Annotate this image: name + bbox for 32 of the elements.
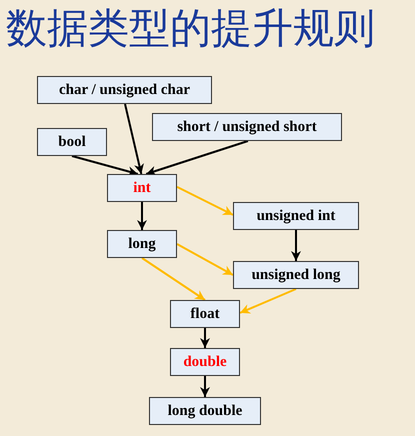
type-box	[152, 113, 342, 141]
arrow	[146, 140, 248, 176]
arrow	[200, 376, 210, 397]
type-box	[37, 76, 212, 104]
type-label: char / unsigned char	[59, 81, 190, 99]
type-label: double	[183, 353, 227, 371]
arrow	[72, 155, 138, 176]
arrow	[240, 288, 296, 314]
type-label: short / unsigned short	[177, 118, 317, 136]
arrow	[141, 257, 206, 301]
arrow	[176, 186, 234, 216]
type-box	[107, 230, 177, 258]
type-box	[233, 261, 359, 289]
slide-title: 数据类型的提升规则	[6, 4, 375, 52]
type-label: int	[133, 179, 151, 197]
type-label: float	[190, 305, 220, 323]
arrow	[291, 230, 301, 261]
arrow	[176, 243, 234, 276]
type-box	[149, 397, 261, 425]
type-box	[37, 128, 107, 156]
arrow	[124, 104, 144, 174]
type-label: unsigned long	[252, 266, 340, 284]
type-label: bool	[58, 133, 86, 151]
type-box	[107, 174, 177, 202]
type-label: unsigned int	[256, 207, 336, 225]
arrow	[137, 202, 147, 230]
type-box	[170, 348, 240, 376]
arrow	[200, 328, 210, 348]
type-label: long double	[168, 402, 242, 420]
type-box	[233, 202, 359, 230]
type-label: long	[128, 235, 156, 253]
type-box	[170, 300, 240, 328]
